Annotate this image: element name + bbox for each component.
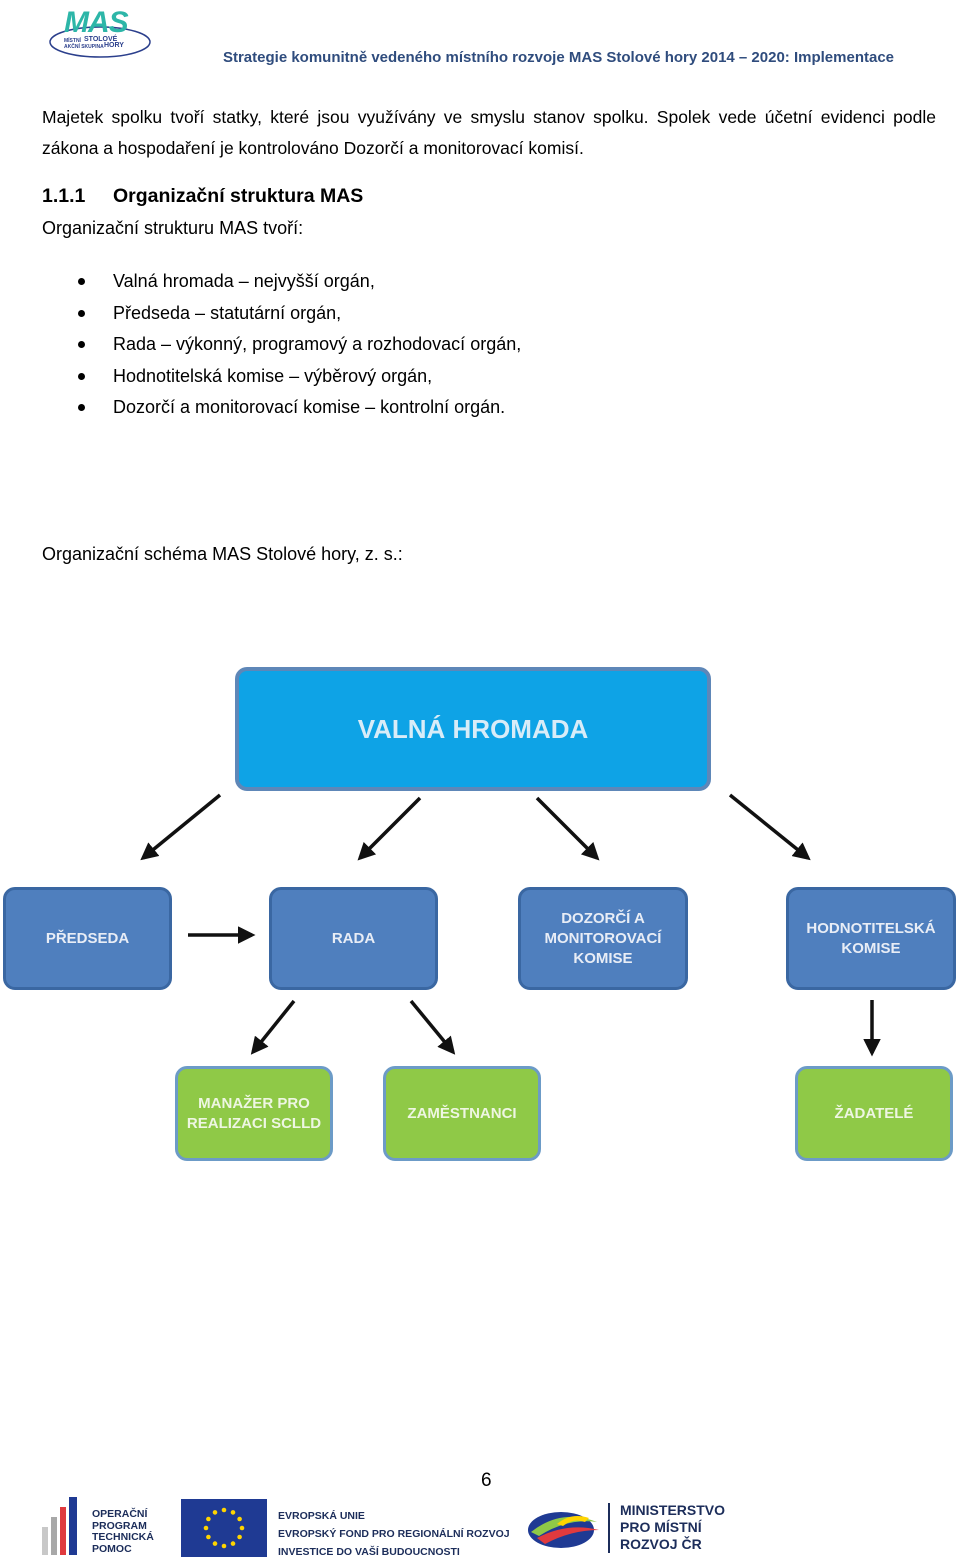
- mas-logo-line2: STOLOVÉ: [84, 36, 118, 43]
- bullet-icon: [78, 309, 85, 317]
- document-header-title: Strategie komunitně vedeného místního ro…: [222, 49, 894, 66]
- box-dozorci-komise: DOZORČÍ A MONITOROVACÍ KOMISE: [518, 887, 688, 990]
- box-predseda: PŘEDSEDA: [3, 887, 172, 990]
- bullet-icon: [78, 341, 85, 348]
- eu-stars-icon: [203, 1507, 245, 1549]
- arrow-valna-rada: [357, 796, 422, 861]
- ministry-text: MINISTERSTVO PRO MÍSTNÍ ROZVOJ ČR: [620, 1502, 726, 1552]
- section-number: 1.1.1: [42, 185, 86, 207]
- list-item: Hodnotitelská komise – výběrový orgán,: [78, 361, 521, 393]
- organ-list: Valná hromada – nejvyšší orgán, Předseda…: [78, 266, 521, 424]
- eu-star-icon: [239, 1525, 245, 1531]
- arrow-rada-manazer: [250, 999, 296, 1055]
- box-rada: RADA: [269, 887, 438, 990]
- page-number: 6: [481, 1470, 492, 1491]
- eu-star-icon: [237, 1534, 242, 1540]
- eu-star-icon: [206, 1516, 211, 1522]
- mas-logo: [48, 8, 152, 60]
- eu-star-icon: [203, 1525, 209, 1531]
- arrow-valna-predseda: [140, 793, 222, 861]
- eu-star-icon: [221, 1543, 227, 1549]
- list-item: Dozorčí a monitorovací komise – kontroln…: [78, 392, 521, 424]
- mas-logo-ellipse: [49, 26, 151, 58]
- box-hodnotitelska-komise: HODNOTITELSKÁ KOMISE: [786, 887, 956, 990]
- mmr-logo-icon: [528, 1512, 599, 1548]
- eu-star-icon: [230, 1510, 236, 1515]
- intro-paragraph: Majetek spolku tvoří statky, které jsou …: [42, 107, 936, 158]
- bullet-icon: [78, 278, 85, 285]
- eu-star-icon: [221, 1507, 227, 1513]
- mas-logo-line3: AKČNÍ SKUPINA: [64, 44, 104, 50]
- list-item: Rada – výkonný, programový a rozhodovací…: [78, 329, 521, 361]
- bullet-icon: [78, 372, 85, 380]
- list-item: Předseda – statutární orgán,: [78, 298, 521, 330]
- eu-flag: [181, 1499, 267, 1557]
- arrow-rada-zamestnanci: [409, 999, 456, 1055]
- eu-star-icon: [230, 1541, 236, 1546]
- box-manazer: MANAŽER PRO REALIZACI SCLLD: [175, 1066, 333, 1161]
- op-tp-text: OPERAČNÍ PROGRAM TECHNICKÁ POMOC: [92, 1508, 154, 1555]
- arrow-valna-dozorci: [535, 796, 600, 861]
- list-item: Valná hromada – nejvyšší orgán,: [78, 266, 521, 298]
- schema-caption: Organizační schéma MAS Stolové hory, z. …: [42, 544, 403, 564]
- eu-star-icon: [212, 1510, 218, 1515]
- structure-intro: Organizační strukturu MAS tvoří:: [42, 218, 304, 238]
- footer-divider: [608, 1503, 610, 1553]
- bullet-icon: [78, 404, 85, 411]
- op-tp-logo: [42, 1497, 77, 1555]
- eu-star-icon: [206, 1534, 211, 1540]
- mas-logo-line4: HORY: [104, 42, 124, 49]
- eu-star-icon: [212, 1541, 218, 1546]
- section-heading: 1.1.1 Organizační struktura MAS: [42, 185, 363, 208]
- eu-star-icon: [237, 1516, 242, 1522]
- arrow-valna-hodnotitelska: [728, 793, 811, 861]
- box-zadatele: ŽADATELÉ: [795, 1066, 953, 1161]
- mas-logo-mark: MAS: [64, 6, 129, 39]
- section-title: Organizační struktura MAS: [113, 185, 364, 207]
- box-zamestnanci: ZAMĚSTNANCI: [383, 1066, 541, 1161]
- box-valna-hromada: VALNÁ HROMADA: [235, 667, 711, 791]
- eu-text: EVROPSKÁ UNIE EVROPSKÝ FOND PRO REGIONÁL…: [278, 1510, 510, 1558]
- mas-logo-line1: MÍSTNÍ: [64, 38, 81, 44]
